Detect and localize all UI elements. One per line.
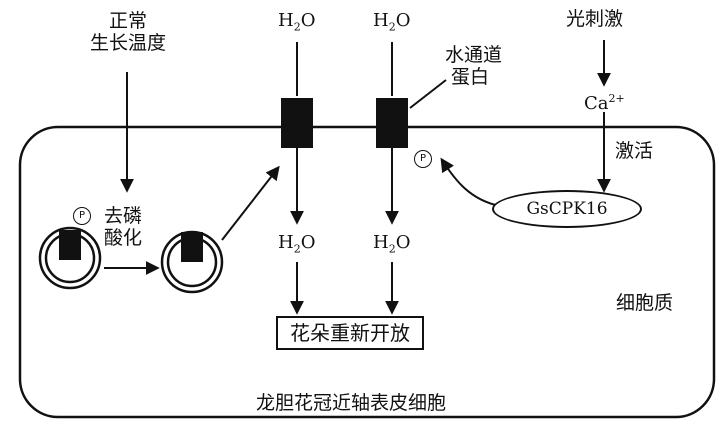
vesicle-left-protein <box>59 230 81 260</box>
water-top-right: H2O <box>373 10 410 39</box>
aquaporin-label-pointer <box>409 79 447 109</box>
normal-temp-line2: 生长温度 <box>89 32 166 54</box>
dephos-line2: 酸化 <box>104 227 143 249</box>
cell-name-label: 龙胆花冠近轴表皮细胞 <box>256 392 447 414</box>
vesicle-left-outer <box>38 226 102 290</box>
phosphate-group-channel: P <box>414 150 432 168</box>
water-sub: 2 <box>293 20 301 34</box>
phosphate-group-vesicle: P <box>73 207 91 225</box>
water-h: H <box>373 232 389 253</box>
water-h: H <box>278 232 294 253</box>
calcium-symbol: Ca <box>584 93 609 114</box>
water-bottom-left: H2O <box>278 232 315 261</box>
flower-reopen-box: 花朵重新开放 <box>276 316 424 350</box>
vesicle-right-protein <box>181 232 203 262</box>
normal-temp-line1: 正常 <box>108 10 147 32</box>
dephos-line1: 去磷 <box>104 205 143 227</box>
water-bottom-right: H2O <box>373 232 410 261</box>
light-stimulus-label: 光刺激 <box>566 8 624 30</box>
cell-membrane <box>18 125 716 419</box>
cytoplasm-label: 细胞质 <box>616 292 674 314</box>
aquaporin-channel-left <box>281 98 313 148</box>
water-sub: 2 <box>293 242 301 256</box>
water-h: H <box>373 10 389 31</box>
water-o: O <box>300 10 316 31</box>
activate-label: 激活 <box>615 140 654 162</box>
normal-temperature-label: 正常 生长温度 <box>82 10 174 54</box>
aquaporin-label: 水通道 蛋白 <box>445 44 502 88</box>
aquaporin-channel-right <box>376 98 408 148</box>
water-top-left: H2O <box>278 10 315 39</box>
water-sub: 2 <box>388 20 396 34</box>
water-o: O <box>395 10 411 31</box>
water-o: O <box>395 232 411 253</box>
gscpk16-kinase: GsCPK16 <box>492 190 642 228</box>
dephosphorylation-label: 去磷 酸化 <box>104 205 142 249</box>
water-sub: 2 <box>388 242 396 256</box>
water-h: H <box>278 10 294 31</box>
calcium-charge: 2+ <box>608 92 625 105</box>
calcium-label: Ca2+ <box>584 88 625 115</box>
aquaporin-line1: 水通道 <box>445 44 503 66</box>
arrow-vesicle-to-membrane <box>221 165 280 241</box>
aquaporin-line2: 蛋白 <box>451 66 490 88</box>
arrow-kinase-phosphorylation <box>440 157 501 207</box>
water-o: O <box>300 232 316 253</box>
